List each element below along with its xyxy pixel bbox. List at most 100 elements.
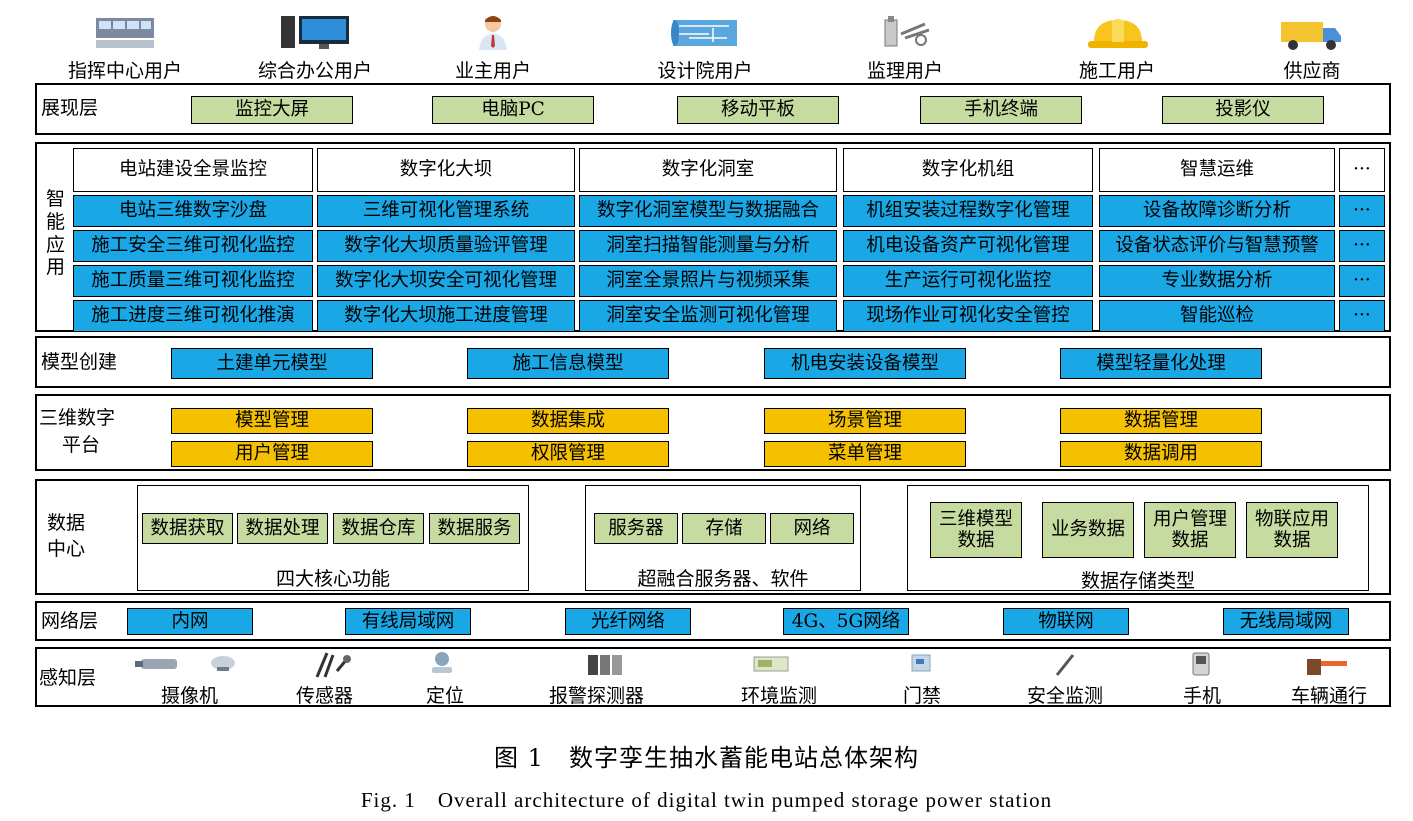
- storage-item-line2: 数据: [1273, 530, 1311, 551]
- app-item: 机组安装过程数字化管理: [843, 195, 1093, 227]
- network-layer: 网络层 内网 有线局域网 光纤网络 4G、5G网络 物联网 无线局域网: [35, 601, 1391, 641]
- model-item: 施工信息模型: [467, 348, 669, 379]
- storage-item-line2: 数据: [957, 530, 995, 551]
- app-item: 施工进度三维可视化推演: [73, 300, 313, 332]
- core-item: 数据获取: [142, 513, 233, 544]
- app-item: ···: [1339, 230, 1385, 262]
- layer-label: 智能应用: [46, 188, 66, 279]
- storage-item: 业务数据: [1042, 502, 1134, 558]
- storage-item-line2: 数据: [1171, 530, 1209, 551]
- app-column-header: 电站建设全景监控: [73, 148, 313, 192]
- user-label: 综合办公用户: [257, 60, 372, 82]
- blueprint-icon: [671, 20, 737, 46]
- app-item: ···: [1339, 195, 1385, 227]
- inspection-tools-icon: [884, 16, 930, 47]
- app-column-header: 数字化机组: [843, 148, 1093, 192]
- layer-label: 模型创建: [41, 351, 118, 373]
- network-item: 光纤网络: [565, 608, 691, 635]
- perception-label: 环境监测: [741, 685, 818, 707]
- server-group: 服务器 存储 网络 超融合服务器、软件: [585, 485, 861, 591]
- safety-probe-icon: [1055, 654, 1075, 676]
- app-item: 洞室安全监测可视化管理: [579, 300, 837, 332]
- presentation-item: 投影仪: [1162, 96, 1324, 124]
- platform-item: 数据管理: [1060, 408, 1262, 434]
- perception-label: 手机: [1183, 685, 1222, 707]
- app-column-header: 智慧运维: [1099, 148, 1335, 192]
- app-column-cavern: 数字化洞室 数字化洞室模型与数据融合 洞室扫描智能测量与分析 洞室全景照片与视频…: [579, 148, 837, 332]
- app-item: 电站三维数字沙盘: [73, 195, 313, 227]
- datacenter-layer: 数据 中心 数据获取 数据处理 数据仓库 数据服务 四大核心功能 服务器 存储 …: [35, 479, 1391, 595]
- phone-icon: [1192, 652, 1210, 676]
- locator-icon: [432, 652, 452, 673]
- layer-label: 展现层: [41, 97, 99, 119]
- model-item: 土建单元模型: [171, 348, 373, 379]
- user-command-center: 指挥中心用户: [55, 14, 195, 83]
- server-group-title: 超融合服务器、软件: [637, 568, 809, 590]
- user-label: 设计院用户: [657, 60, 753, 82]
- app-item: 现场作业可视化安全管控: [843, 300, 1093, 332]
- user-owner: 业主用户: [438, 14, 548, 83]
- perception-label: 门禁: [903, 685, 942, 707]
- user-construction: 施工用户: [1062, 14, 1172, 83]
- vehicle-barrier-icon: [1307, 659, 1347, 675]
- storage-item: 用户管理 数据: [1144, 502, 1236, 558]
- app-item: 设备状态评价与智慧预警: [1099, 230, 1335, 262]
- layer-label: 三维数字: [39, 407, 116, 429]
- truck-icon: [1281, 22, 1341, 50]
- platform-item: 用户管理: [171, 441, 373, 467]
- user-supervisor: 监理用户: [850, 14, 960, 83]
- perception-layer: 感知层 摄像机 传感器 定位 报警探测器 环境监测 门禁 安全监测 手机: [35, 647, 1391, 707]
- network-item: 4G、5G网络: [783, 608, 909, 635]
- control-room-icon: [96, 18, 154, 48]
- sensor-icon: [315, 652, 351, 678]
- layer-label: 感知层: [39, 667, 97, 689]
- storage-item-line1: 物联应用: [1254, 508, 1329, 530]
- app-column-header: ···: [1339, 148, 1385, 192]
- model-layer: 模型创建 土建单元模型 施工信息模型 机电安装设备模型 模型轻量化处理: [35, 336, 1391, 388]
- platform-layer: 三维数字 平台 模型管理 数据集成 场景管理 数据管理 用户管理 权限管理 菜单…: [35, 394, 1391, 471]
- model-item: 机电安装设备模型: [764, 348, 966, 379]
- app-item: 数字化大坝安全可视化管理: [317, 265, 575, 297]
- layer-label: 网络层: [41, 610, 99, 632]
- figure-caption-zh: 图 1 数字孪生抽水蓄能电站总体架构: [494, 744, 919, 772]
- user-label: 施工用户: [1078, 60, 1155, 82]
- user-label: 供应商: [1283, 60, 1341, 82]
- core-group-title: 四大核心功能: [275, 568, 390, 590]
- app-column-more: ··· ··· ··· ··· ···: [1339, 148, 1385, 332]
- platform-item: 数据调用: [1060, 441, 1262, 467]
- hard-hat-icon: [1088, 19, 1148, 48]
- user-office: 综合办公用户: [245, 14, 385, 83]
- network-item: 无线局域网: [1223, 608, 1349, 635]
- user-label: 业主用户: [454, 60, 531, 82]
- app-column-units: 数字化机组 机组安装过程数字化管理 机电设备资产可视化管理 生产运行可视化监控 …: [843, 148, 1093, 332]
- app-item: 专业数据分析: [1099, 265, 1335, 297]
- presentation-item: 移动平板: [677, 96, 839, 124]
- app-item: 数字化大坝施工进度管理: [317, 300, 575, 332]
- platform-item: 菜单管理: [764, 441, 966, 467]
- app-item: 施工质量三维可视化监控: [73, 265, 313, 297]
- app-item: 生产运行可视化监控: [843, 265, 1093, 297]
- camera-icon: [135, 656, 235, 671]
- app-item: ···: [1339, 265, 1385, 297]
- app-column-header: 数字化大坝: [317, 148, 575, 192]
- core-item: 数据服务: [429, 513, 520, 544]
- alarm-detector-icon: [588, 655, 622, 675]
- platform-item: 权限管理: [467, 441, 669, 467]
- layer-label: 数据: [47, 512, 86, 534]
- app-column-dam: 数字化大坝 三维可视化管理系统 数字化大坝质量验评管理 数字化大坝安全可视化管理…: [317, 148, 575, 332]
- app-item: 机电设备资产可视化管理: [843, 230, 1093, 262]
- storage-item-line1: 用户管理: [1152, 508, 1227, 530]
- app-item: 设备故障诊断分析: [1099, 195, 1335, 227]
- server-item: 网络: [770, 513, 854, 544]
- perception-label: 安全监测: [1027, 685, 1104, 707]
- presentation-item: 电脑PC: [432, 96, 594, 124]
- storage-group-title: 数据存储类型: [1080, 570, 1195, 592]
- environment-monitor-icon: [753, 656, 789, 672]
- user-design-institute: 设计院用户: [640, 14, 770, 83]
- app-item: 数字化大坝质量验评管理: [317, 230, 575, 262]
- storage-item-line1: 三维模型: [938, 508, 1013, 530]
- app-item: 施工安全三维可视化监控: [73, 230, 313, 262]
- platform-item: 场景管理: [764, 408, 966, 434]
- app-item: ···: [1339, 300, 1385, 332]
- layer-label: 平台: [62, 434, 101, 456]
